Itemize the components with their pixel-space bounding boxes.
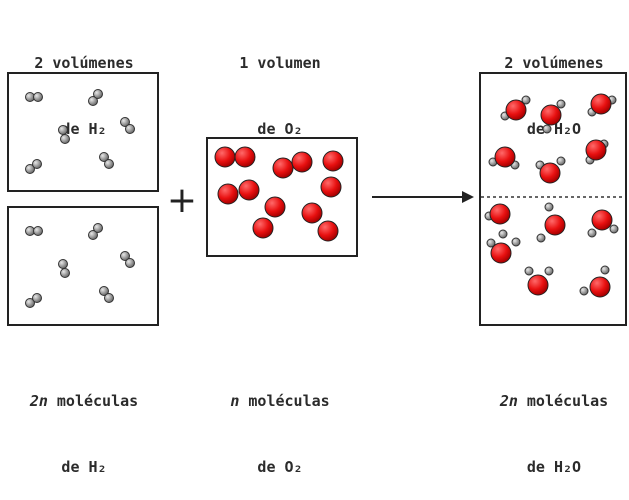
h2-molecule bbox=[120, 117, 135, 134]
label-o2-volume-line2: de O₂ bbox=[257, 120, 303, 138]
h2o-molecule bbox=[524, 266, 554, 296]
label-o2-molecules-text: moléculas bbox=[239, 392, 330, 410]
o2-molecule bbox=[214, 146, 256, 168]
o2-molecule bbox=[217, 179, 260, 205]
h2o-molecule bbox=[579, 265, 611, 298]
label-h2o-molecules-text: moléculas bbox=[517, 392, 609, 410]
label-o2-molecules-line2: de O₂ bbox=[257, 458, 303, 476]
h2o-molecule bbox=[587, 209, 619, 238]
h2o-molecule bbox=[585, 139, 609, 165]
h2-molecule bbox=[99, 152, 114, 169]
h2-box-top bbox=[7, 72, 159, 192]
reaction-diagram: + bbox=[7, 72, 627, 326]
h2o-molecule bbox=[587, 93, 617, 117]
label-h2o-volume-line1: 2 volúmenes bbox=[504, 54, 604, 72]
h2-molecule bbox=[120, 251, 135, 268]
o2-molecule bbox=[301, 202, 339, 242]
h2o-molecule bbox=[500, 95, 531, 121]
h2-molecules-top bbox=[25, 89, 135, 174]
h2-molecule bbox=[58, 125, 70, 144]
label-h2o-molecules-n: 2n bbox=[499, 392, 518, 410]
label-h2-volume-line1: 2 volúmenes bbox=[34, 54, 134, 72]
label-h2-molecules-text: moléculas bbox=[47, 392, 139, 410]
h2-molecule bbox=[25, 92, 43, 102]
label-h2o-volume: 2 volúmenes de H₂O bbox=[470, 8, 629, 162]
h2-molecules-bottom bbox=[25, 223, 135, 308]
h2o-molecule bbox=[535, 156, 566, 184]
h2-molecule bbox=[88, 223, 103, 240]
h2o-molecule bbox=[486, 237, 521, 264]
plus-sign: + bbox=[167, 180, 197, 221]
h2o-molecules-top bbox=[488, 93, 617, 184]
h2o-molecules-bottom bbox=[484, 202, 619, 298]
h2o-molecule bbox=[488, 146, 520, 170]
h2-molecule bbox=[25, 226, 43, 236]
h2o-molecule bbox=[536, 202, 566, 243]
o2-molecule bbox=[320, 150, 344, 198]
label-h2-molecules-n: 2n bbox=[29, 392, 48, 410]
h2-molecule bbox=[88, 89, 103, 106]
h2o-box bbox=[479, 72, 627, 326]
h2-box-bottom bbox=[7, 206, 159, 326]
h2-molecule bbox=[25, 159, 42, 174]
o2-box bbox=[206, 137, 358, 257]
o2-molecule bbox=[252, 196, 286, 239]
h2-molecule bbox=[25, 293, 42, 308]
label-h2o-volume-line2: de H₂O bbox=[526, 120, 582, 138]
h2-molecule bbox=[99, 286, 114, 303]
h2o-molecule bbox=[540, 99, 566, 134]
h2o-molecule bbox=[484, 203, 511, 239]
label-o2-volume: 1 volumen de O₂ bbox=[196, 8, 364, 162]
label-h2-molecules-line2: de H₂ bbox=[61, 458, 107, 476]
o2-molecule bbox=[272, 151, 313, 179]
label-h2o-molecules-line2: de H₂O bbox=[526, 458, 582, 476]
label-o2-molecules-n: n bbox=[230, 392, 240, 410]
reaction-arrow bbox=[372, 191, 474, 203]
h2-molecule bbox=[58, 259, 70, 278]
o2-molecules bbox=[214, 146, 344, 242]
label-o2-volume-line1: 1 volumen bbox=[239, 54, 321, 72]
